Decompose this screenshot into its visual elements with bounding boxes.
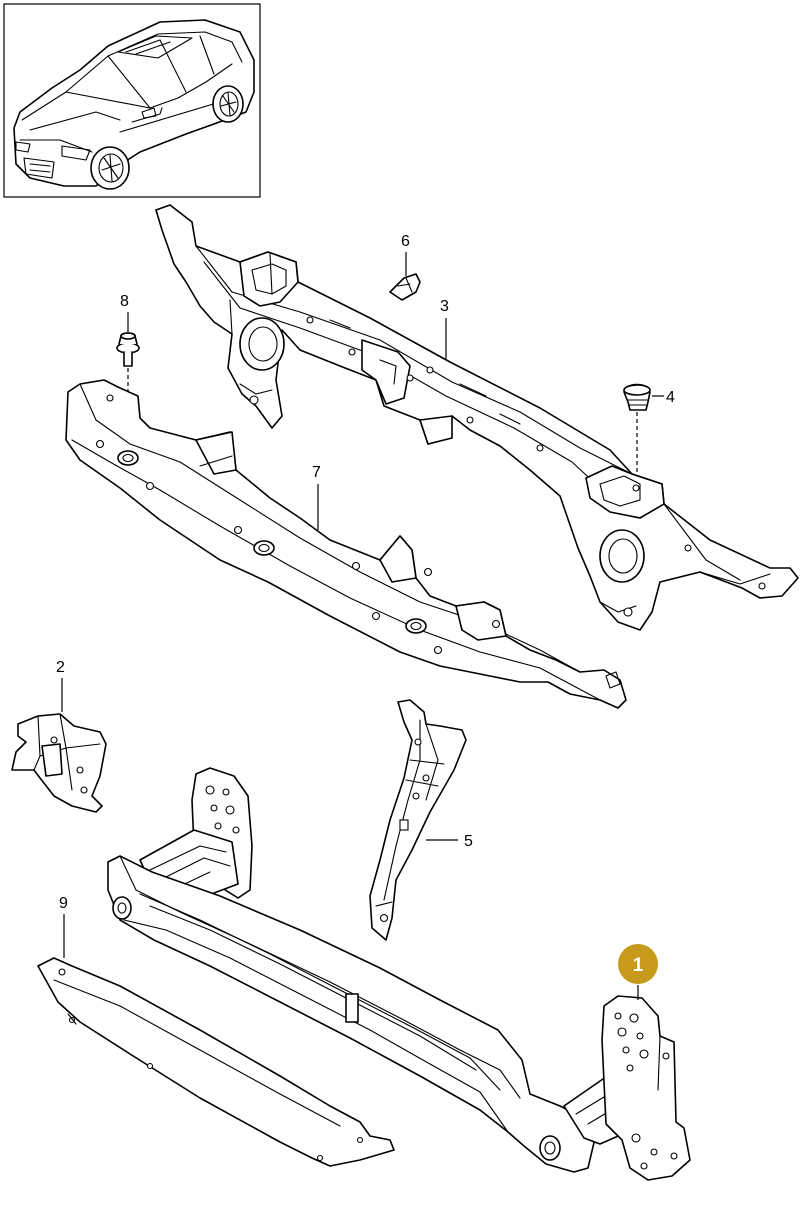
part-8-bolt: [116, 332, 140, 440]
callout-6[interactable]: 6: [401, 233, 410, 276]
callout-7-label: 7: [312, 464, 321, 481]
vehicle-thumbnail: [3, 3, 261, 198]
callout-1-badge[interactable]: 1: [618, 944, 658, 1000]
part-1-crossmember: [107, 767, 691, 1181]
part-7-lower-carrier: [65, 379, 627, 709]
part-4-grommet: [623, 383, 651, 476]
part-9-undertray: [37, 957, 395, 1167]
callout-5[interactable]: 5: [426, 833, 473, 850]
car-icon: [13, 19, 255, 190]
callout-3-label: 3: [440, 298, 449, 315]
callout-7[interactable]: 7: [312, 464, 321, 530]
callout-8[interactable]: 8: [120, 293, 129, 332]
callout-1-label: 1: [633, 955, 644, 976]
part-6-clip: [389, 273, 421, 301]
part-3-upper-carrier: [155, 204, 799, 631]
part-5-strut: [369, 699, 467, 941]
callout-9-label: 9: [59, 895, 68, 912]
callout-8-label: 8: [120, 293, 129, 310]
callout-9[interactable]: 9: [59, 895, 68, 958]
part-2-bracket: [11, 713, 107, 813]
callout-4-label: 4: [666, 389, 675, 406]
callout-5-label: 5: [464, 833, 473, 850]
callout-2[interactable]: 2: [56, 659, 65, 712]
callout-6-label: 6: [401, 233, 410, 250]
callout-2-label: 2: [56, 659, 65, 676]
callout-4[interactable]: 4: [652, 389, 675, 406]
callout-3[interactable]: 3: [440, 298, 449, 360]
highlight-badge: [618, 944, 658, 984]
